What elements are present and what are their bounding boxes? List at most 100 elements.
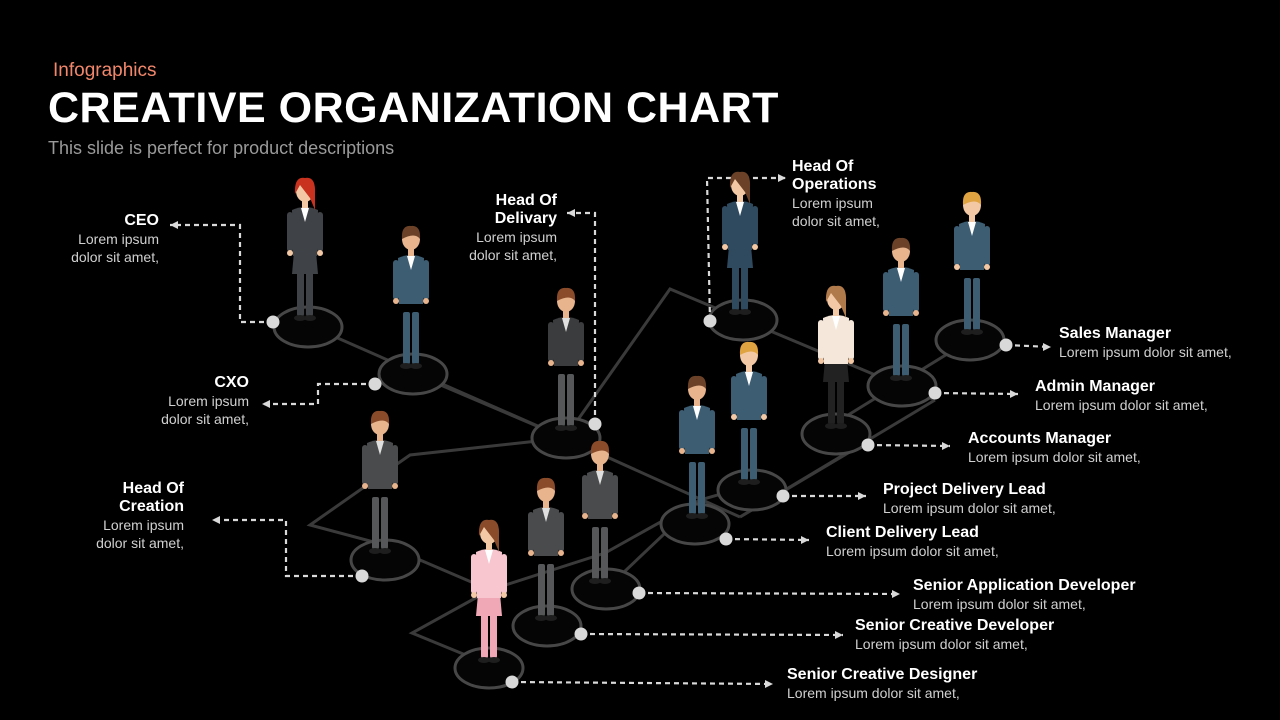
hair <box>962 191 982 205</box>
left-leg <box>732 258 739 310</box>
left-arm <box>731 376 737 416</box>
role-description: Lorem ipsum dolor sit amet, <box>826 543 999 559</box>
connector-arrowhead <box>567 209 575 217</box>
right-leg <box>490 606 497 658</box>
hair <box>729 171 751 204</box>
left-arm <box>548 322 554 362</box>
left-hand <box>883 310 889 316</box>
left-leg <box>372 497 379 549</box>
left-leg <box>828 372 835 424</box>
left-leg <box>592 527 599 579</box>
left-shoe <box>369 548 381 554</box>
right-shoe <box>971 329 983 335</box>
torso <box>292 207 318 256</box>
torso <box>684 405 710 454</box>
connector-arrowhead <box>942 442 950 450</box>
right-hand <box>612 513 618 519</box>
left-shoe <box>729 309 741 315</box>
role-title: CEO <box>124 212 159 229</box>
person-senior-application-developer <box>582 440 618 584</box>
connector-arrowhead <box>212 516 220 524</box>
right-shoe <box>739 309 751 315</box>
people-figures <box>287 171 990 663</box>
connector-line <box>170 223 273 324</box>
right-leg <box>601 527 608 579</box>
right-hand <box>392 483 398 489</box>
neck <box>563 310 569 318</box>
left-leg <box>689 462 696 514</box>
label-cxo: CXO Lorem ipsum dolor sit amet, <box>161 374 249 428</box>
right-leg <box>306 264 313 316</box>
left-leg <box>558 374 565 426</box>
right-leg <box>741 258 748 310</box>
torso <box>736 371 762 420</box>
role-description: Lorem ipsum dolor sit amet, <box>855 636 1028 652</box>
left-shoe <box>738 479 750 485</box>
shirt-collar <box>745 372 753 386</box>
shirt-collar <box>407 256 415 270</box>
role-description: Lorem ipsum dolor sit amet, <box>792 195 880 229</box>
role-description: Lorem ipsum dolor sit amet, <box>968 449 1141 465</box>
right-arm <box>761 376 767 416</box>
torso <box>398 255 424 304</box>
neck <box>969 214 975 222</box>
left-shoe <box>555 425 567 431</box>
left-hand <box>528 550 534 556</box>
right-leg <box>547 564 554 616</box>
person-accounts-manager <box>818 285 854 429</box>
torso <box>367 440 393 489</box>
left-hand <box>393 298 399 304</box>
shirt-collar <box>832 316 840 330</box>
connector-arrowhead <box>170 221 178 229</box>
connector-line <box>725 537 810 542</box>
right-arm <box>317 212 323 252</box>
left-leg <box>538 564 545 616</box>
connector-arrowhead <box>892 590 900 598</box>
role-title: Sales Manager <box>1059 325 1172 342</box>
torso <box>476 549 502 598</box>
torso <box>959 221 985 270</box>
left-leg <box>964 278 971 330</box>
right-hand <box>501 592 507 598</box>
right-shoe <box>748 479 760 485</box>
connector-arrowhead <box>835 631 843 639</box>
person-senior-creative-developer <box>528 477 564 621</box>
left-hand <box>731 414 737 420</box>
hair <box>687 375 707 389</box>
right-shoe <box>545 615 557 621</box>
right-leg <box>902 324 909 376</box>
hair <box>825 285 847 318</box>
right-leg <box>412 312 419 364</box>
hair <box>556 287 576 301</box>
neck <box>737 194 743 202</box>
role-description: Lorem ipsum dolor sit amet, <box>161 393 249 427</box>
shirt-collar <box>596 471 604 485</box>
left-arm <box>954 226 960 266</box>
left-hand <box>679 448 685 454</box>
shirt-collar <box>968 222 976 236</box>
left-leg <box>741 428 748 480</box>
connector-line <box>511 680 774 686</box>
right-hand <box>984 264 990 270</box>
left-hand <box>471 592 477 598</box>
right-hand <box>558 550 564 556</box>
right-hand <box>423 298 429 304</box>
connector-dot <box>703 314 717 328</box>
right-shoe <box>488 657 500 663</box>
role-title: Client Delivery Lead <box>826 524 979 541</box>
role-description: Lorem ipsum dolor sit amet, <box>1059 344 1232 360</box>
left-leg <box>297 264 304 316</box>
person-project-delivery-lead <box>731 341 767 485</box>
left-shoe <box>535 615 547 621</box>
connector-dot <box>588 417 602 431</box>
right-leg <box>837 372 844 424</box>
shirt-collar <box>897 268 905 282</box>
role-title: Project Delivery Lead <box>883 481 1046 498</box>
hair <box>294 177 316 210</box>
left-hand <box>722 244 728 250</box>
connector-line <box>638 591 901 596</box>
connector-dot <box>861 438 875 452</box>
hair <box>478 519 500 552</box>
shirt-collar <box>736 202 744 216</box>
floor-ring <box>800 412 872 456</box>
